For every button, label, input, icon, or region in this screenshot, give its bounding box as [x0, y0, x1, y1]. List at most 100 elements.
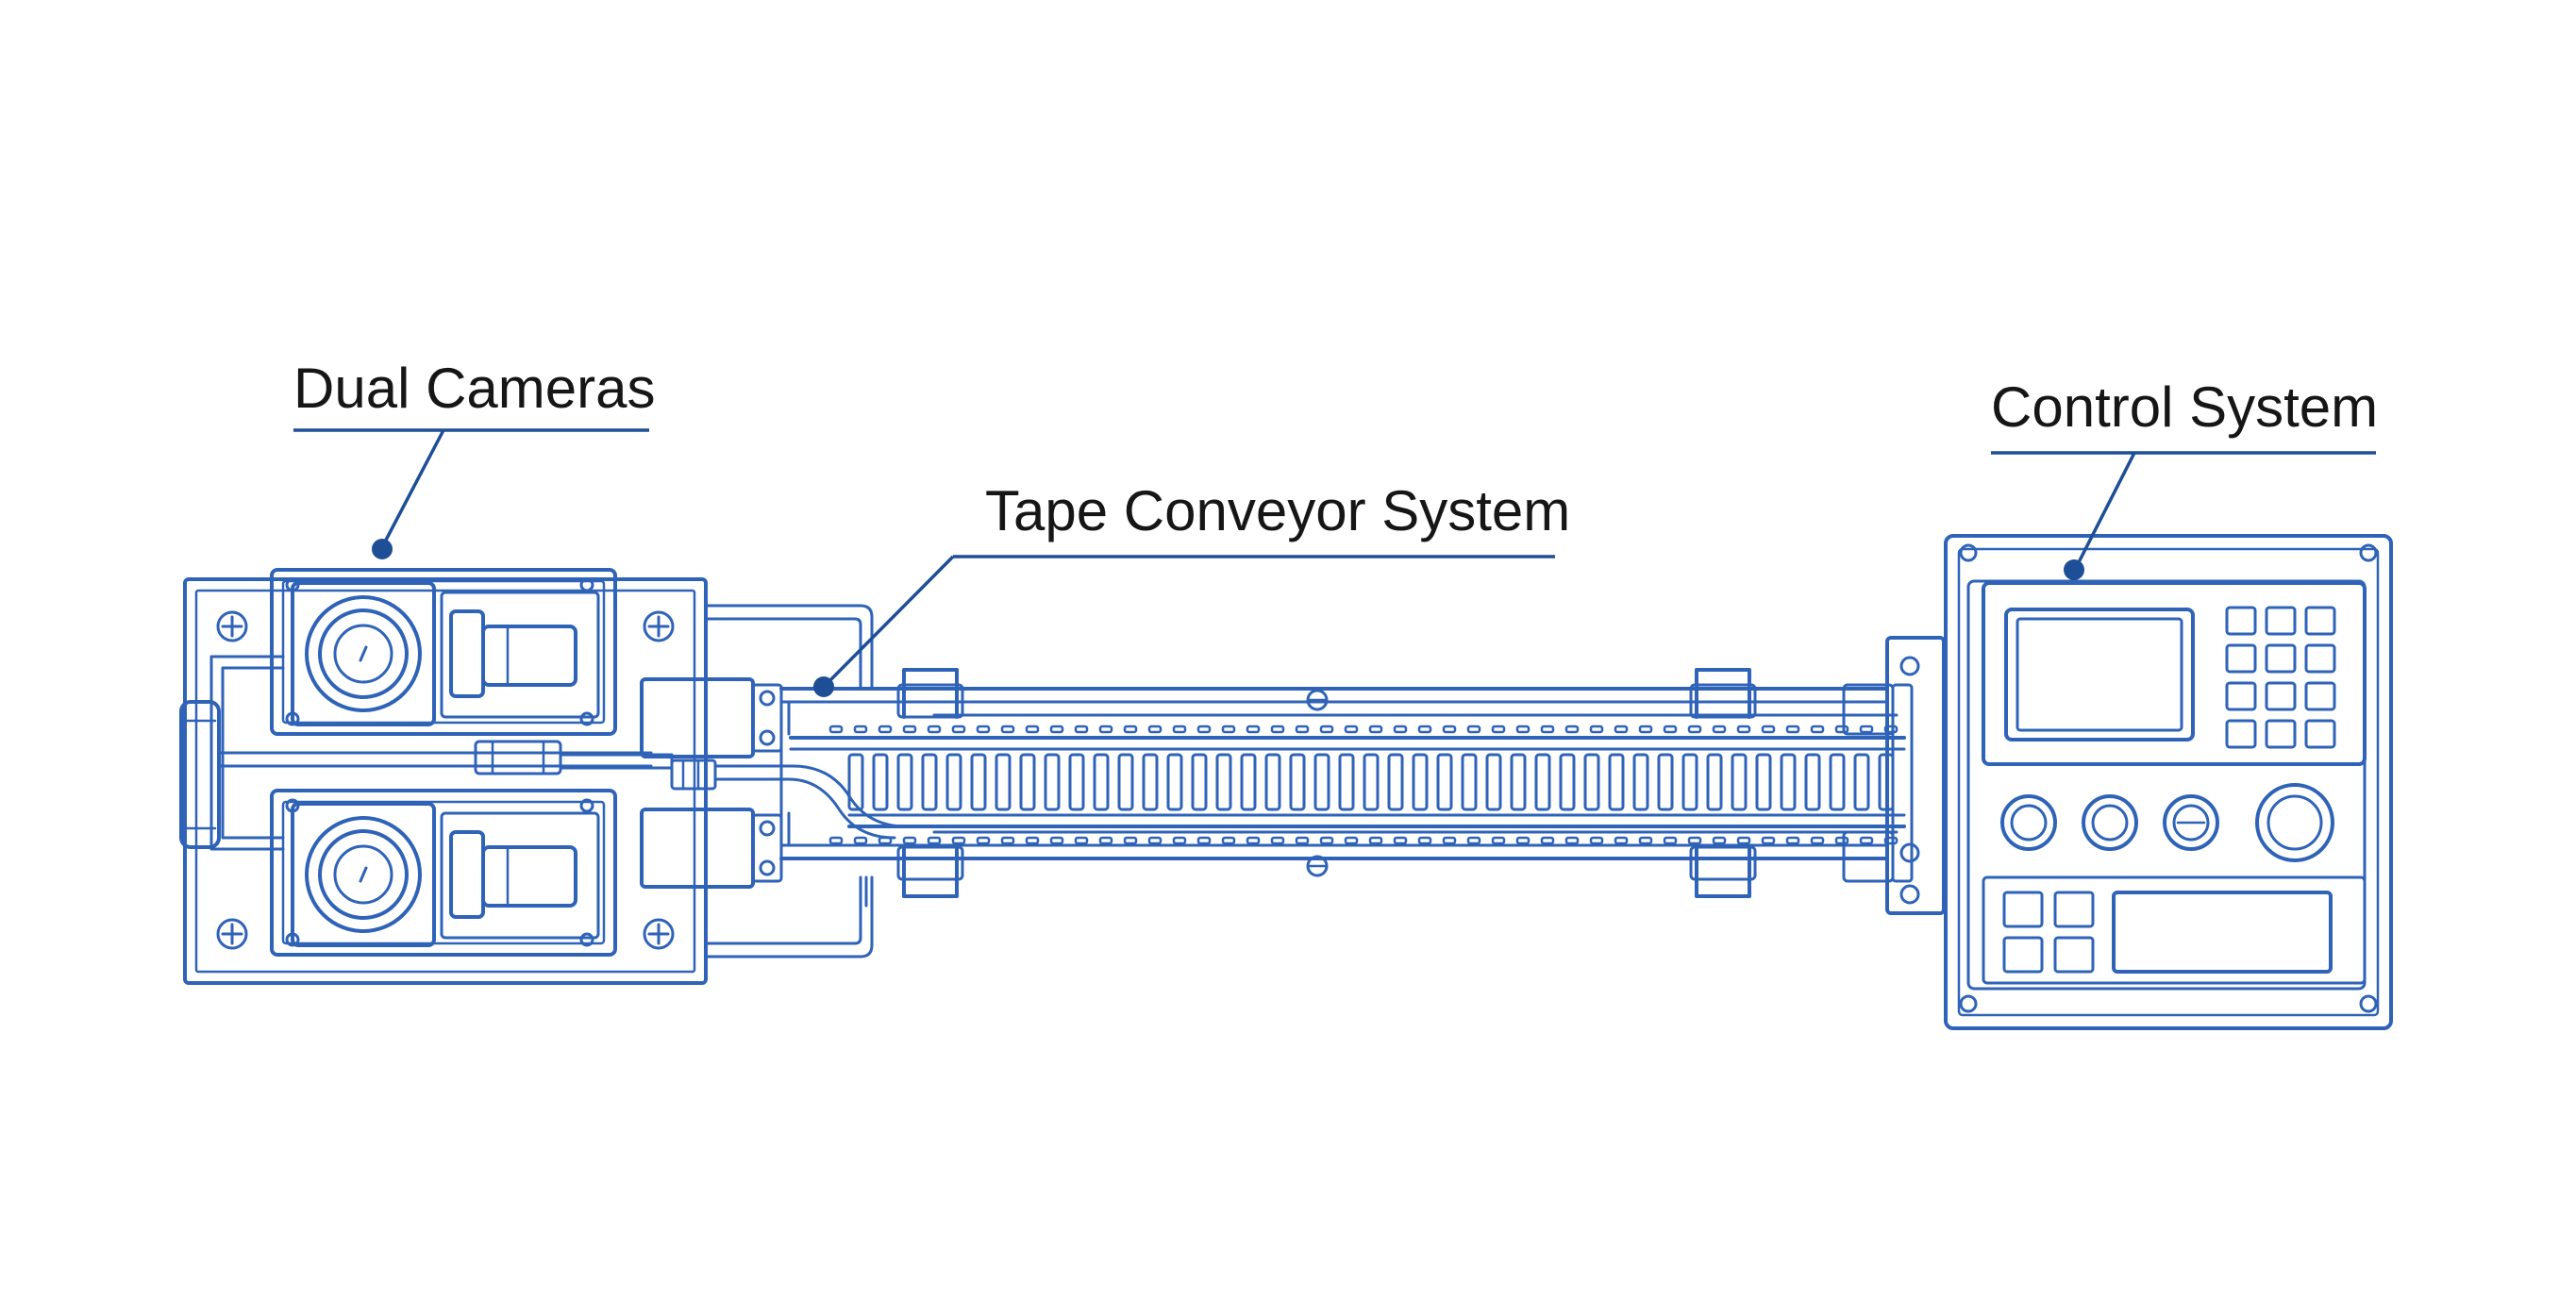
control-knobs [2000, 783, 2334, 862]
tape-pocket [1853, 753, 1870, 811]
tape-pocket [1240, 753, 1257, 811]
tape-pocket [1166, 753, 1183, 811]
sprocket-hole [1687, 725, 1702, 734]
sprocket-hole [1810, 725, 1825, 734]
sprocket-hole [1000, 836, 1015, 845]
sprocket-hole [1515, 725, 1531, 734]
sprocket-hole [1196, 836, 1212, 845]
tape-pocket [1387, 753, 1404, 811]
sprocket-hole [1515, 836, 1531, 845]
sprocket-hole [1761, 725, 1776, 734]
tape-pocket [1632, 753, 1649, 811]
sprocket-hole [927, 836, 942, 845]
sprocket-hole [1663, 836, 1678, 845]
keypad-key [2225, 681, 2257, 711]
sprocket-hole [1589, 725, 1604, 734]
sprocket-hole [1074, 836, 1089, 845]
keypad-key [2225, 606, 2257, 636]
sprocket-hole [1712, 725, 1727, 734]
sprocket-hole [1638, 725, 1653, 734]
sprocket-hole [1295, 725, 1310, 734]
sprocket-hole [1025, 725, 1040, 734]
sprocket-holes [828, 725, 1899, 845]
sprocket-hole [1295, 836, 1310, 845]
label-dual-cameras: Dual Cameras [293, 357, 655, 420]
sprocket-hole [1172, 836, 1187, 845]
tape-pocket [847, 753, 864, 811]
sprocket-hole [828, 725, 844, 734]
sprocket-hole [1025, 836, 1040, 845]
sprocket-hole [1123, 725, 1138, 734]
sprocket-hole [1319, 725, 1334, 734]
tape-pocket [1804, 753, 1821, 811]
sprocket-hole [1736, 725, 1751, 734]
sprocket-hole [1319, 836, 1334, 845]
camera-top [270, 568, 617, 736]
sprocket-hole [951, 725, 966, 734]
tape-pocket [1338, 753, 1355, 811]
tape-conveyor [640, 668, 1914, 898]
sprocket-hole [1736, 836, 1751, 845]
sprocket-hole [1393, 836, 1408, 845]
sprocket-hole [1589, 836, 1604, 845]
sprocket-hole [1687, 836, 1702, 845]
sprocket-hole [1466, 836, 1481, 845]
tape-pocket [1657, 753, 1674, 811]
camera-bottom [270, 789, 617, 957]
tape-pocket [1534, 753, 1551, 811]
sprocket-hole [853, 725, 868, 734]
sprocket-hole [1246, 836, 1261, 845]
tape-pocket [1191, 753, 1208, 811]
conveyor-brackets [896, 668, 1757, 898]
sprocket-hole [927, 725, 942, 734]
sprocket-hole [1638, 836, 1653, 845]
control-cabinet [1885, 534, 2393, 1030]
sprocket-hole [1393, 725, 1408, 734]
sprocket-hole [1834, 725, 1849, 734]
sprocket-hole [1785, 836, 1800, 845]
sprocket-hole [1491, 725, 1506, 734]
tape-pocket [1706, 753, 1723, 811]
keypad-key [2304, 606, 2336, 636]
sprocket-hole [1344, 725, 1359, 734]
sprocket-hole [1123, 836, 1138, 845]
tape-pocket [1510, 753, 1527, 811]
label-tape-conveyor: Tape Conveyor System [985, 479, 1570, 542]
tape-pocket [1117, 753, 1134, 811]
keypad-key [2265, 643, 2297, 674]
tape-pocket [1559, 753, 1576, 811]
tape-pocket [1461, 753, 1478, 811]
keypad-key [2304, 681, 2336, 711]
sprocket-hole [1270, 836, 1285, 845]
keypad [2225, 606, 2336, 749]
tape-pocket [1142, 753, 1159, 811]
tape-pocket [1093, 753, 1110, 811]
sprocket-hole [1491, 836, 1506, 845]
sprocket-hole [1246, 725, 1261, 734]
tape-pocket [1681, 753, 1698, 811]
sprocket-hole [1049, 725, 1064, 734]
keypad-key [2265, 719, 2297, 749]
sprocket-hole [1270, 725, 1285, 734]
keypad-key [2225, 643, 2257, 674]
sprocket-hole [1417, 725, 1432, 734]
tape-pocket [1215, 753, 1232, 811]
tape-pocket [1829, 753, 1846, 811]
dual-camera-assembly [179, 568, 874, 985]
sprocket-hole [1859, 725, 1874, 734]
sprocket-hole [1368, 836, 1383, 845]
tape-pocket [1583, 753, 1600, 811]
tape-pocket [872, 753, 889, 811]
keypad-key [2304, 643, 2336, 674]
sprocket-hole [1417, 836, 1432, 845]
sprocket-hole [878, 836, 893, 845]
sprocket-hole [1147, 725, 1163, 734]
tape-pocket [1731, 753, 1748, 811]
sprocket-hole [1442, 836, 1457, 845]
sprocket-hole [1810, 836, 1825, 845]
sprocket-hole [1344, 836, 1359, 845]
sprocket-hole [1663, 725, 1678, 734]
tape-pocket [1485, 753, 1502, 811]
sprocket-hole [1540, 725, 1555, 734]
sprocket-hole [1196, 725, 1212, 734]
